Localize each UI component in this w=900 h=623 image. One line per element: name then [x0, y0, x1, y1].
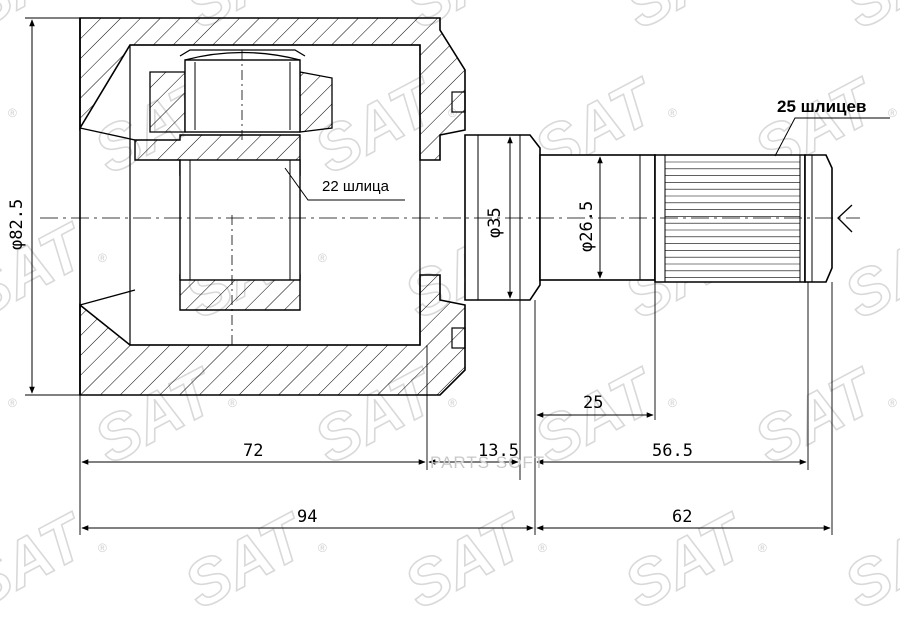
cage-upper	[149, 71, 186, 133]
watermark-sat-logo: SAT	[0, 354, 10, 478]
watermark-registered-mark: ®	[318, 251, 327, 265]
shaft-body	[539, 154, 656, 281]
collar	[464, 134, 541, 301]
dim-length-shaft: 56.5	[652, 441, 693, 461]
dim-outer-diameter: φ82.5	[7, 199, 27, 250]
dim-total-left: 94	[297, 507, 317, 527]
watermark-center-text: PARTS SOFT	[430, 453, 545, 472]
watermark-sat-logo: SAT	[833, 209, 900, 333]
ball-housing	[184, 59, 301, 133]
watermark-registered-mark: ®	[448, 396, 457, 410]
dim-length-collar: 13.5	[478, 441, 519, 461]
dim-collar-diameter: φ35	[485, 207, 505, 238]
watermark-registered-mark: ®	[8, 396, 17, 410]
label-outer-splines: 25 шлицев	[777, 97, 866, 116]
spline-teeth	[664, 155, 801, 282]
watermark-sat-logo: SAT	[613, 0, 760, 42]
watermark-registered-mark: ®	[98, 251, 107, 265]
spline-bore	[179, 159, 301, 281]
shaft-end	[804, 154, 833, 283]
watermark-sat-logo: SAT	[0, 64, 10, 188]
dimension-lines	[29, 19, 890, 531]
cage-upper-right	[299, 71, 333, 133]
shaft	[464, 134, 853, 301]
housing	[79, 17, 466, 396]
ball-cage	[149, 49, 333, 140]
watermark-registered-mark: ®	[668, 396, 677, 410]
inner-race	[134, 134, 301, 345]
watermark-sat-logo: SAT	[833, 0, 900, 42]
watermark-registered-mark: ®	[758, 541, 767, 555]
watermark-registered-mark: ®	[888, 396, 897, 410]
watermark-sat-logo: SAT	[0, 499, 100, 623]
housing-cavity	[129, 44, 421, 346]
dim-total-right: 62	[672, 507, 692, 527]
watermark-registered-mark: ®	[228, 396, 237, 410]
dim-length-spline: 25	[583, 393, 603, 413]
watermark-sat-logo: SAT	[393, 499, 540, 623]
label-inner-splines: 22 шлица	[322, 178, 390, 195]
watermark-registered-mark: ®	[538, 541, 547, 555]
dim-length-housing: 72	[243, 441, 263, 461]
dim-shaft-diameter: φ26.5	[577, 201, 597, 252]
watermark-sat-logo: SAT	[833, 499, 900, 623]
watermark-registered-mark: ®	[8, 106, 17, 120]
watermark-registered-mark: ®	[888, 106, 897, 120]
watermark-registered-mark: ®	[98, 541, 107, 555]
housing-upper-wall	[79, 17, 466, 161]
watermark-sat-logo: SAT	[743, 354, 890, 478]
extension-lines	[25, 17, 833, 535]
watermark-registered-mark: ®	[668, 106, 677, 120]
spline-section	[654, 154, 806, 283]
watermark-registered-mark: ®	[318, 541, 327, 555]
